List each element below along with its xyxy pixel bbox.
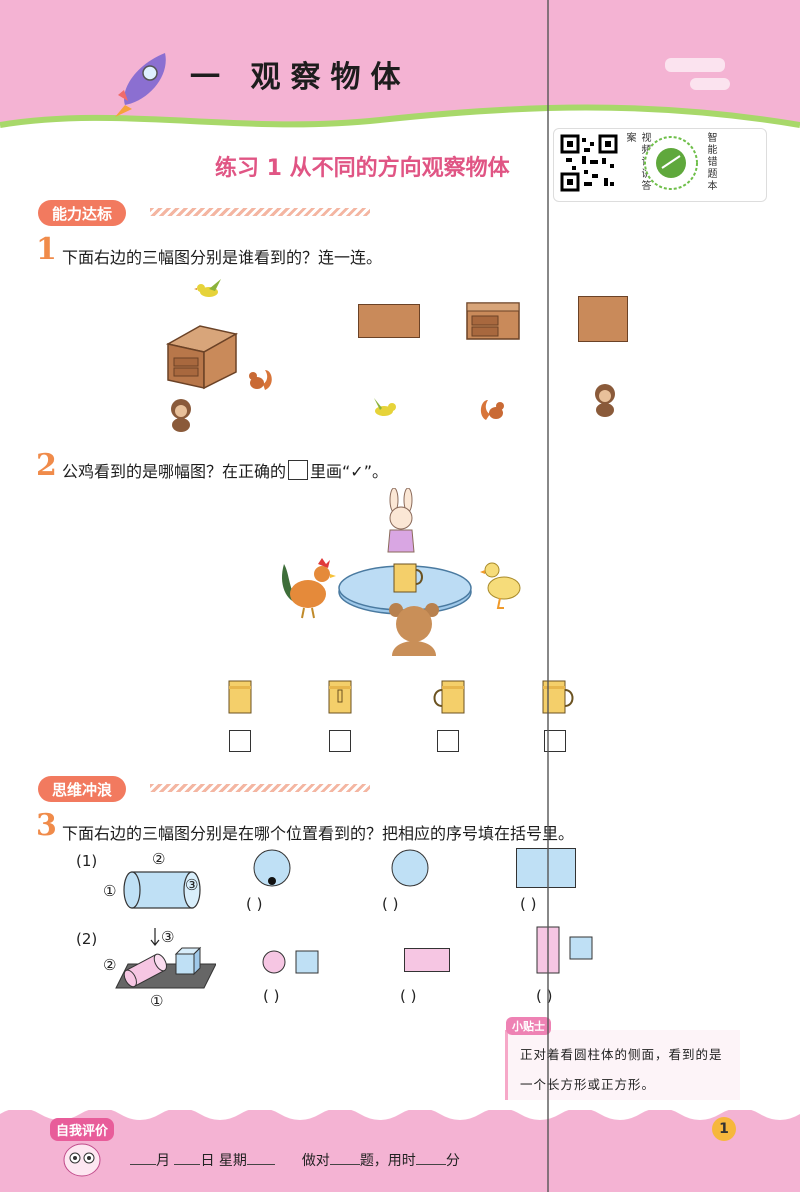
month-blank[interactable] <box>130 1164 156 1165</box>
mug-view-option-4 <box>542 680 574 714</box>
down-arrow-icon <box>150 928 160 946</box>
position-label: ① <box>103 882 117 900</box>
correct-blank[interactable] <box>329 1164 360 1165</box>
answer-paren[interactable]: ( ) <box>263 987 280 1005</box>
questions-time-label: 题，用时 <box>359 1153 416 1169</box>
position-label: ③ <box>185 876 199 894</box>
answer-paren[interactable]: ( ) <box>246 895 263 913</box>
position-label: ② <box>152 850 166 868</box>
monkey-icon <box>595 384 615 417</box>
circle-dot-view <box>253 849 291 887</box>
rocket-icon <box>115 53 166 117</box>
inline-checkbox-sample <box>288 460 309 480</box>
answer-paren[interactable]: ( ) <box>520 895 537 913</box>
notebook-logo-icon[interactable] <box>642 134 700 192</box>
answer-checkbox-3[interactable] <box>437 730 459 752</box>
rooster-icon <box>281 558 336 619</box>
position-label: ① <box>150 992 164 1010</box>
self-eval-label: 自我评价 <box>50 1118 115 1141</box>
day-label: 日 <box>200 1153 215 1169</box>
tip-line-2: 一个长方形或正方形。 <box>520 1077 656 1092</box>
bird-icon <box>374 398 396 416</box>
desk-side-view[interactable] <box>578 296 628 342</box>
cylinder-cube-image <box>115 946 216 989</box>
question-number: 3 <box>36 808 57 843</box>
question-number: 1 <box>36 232 57 267</box>
answer-paren[interactable]: ( ) <box>382 895 399 913</box>
day-blank[interactable] <box>174 1164 201 1165</box>
circle-view <box>391 849 429 887</box>
tip-line-1: 正对着看圆柱体的侧面，看到的是 <box>520 1047 723 1062</box>
duck-icon <box>480 562 521 609</box>
part-label: (2) <box>76 930 98 948</box>
weekday-blank[interactable] <box>246 1164 275 1165</box>
mug-view-option-1 <box>228 680 252 714</box>
squirrel-icon <box>480 400 504 420</box>
question-text: 下面右边的三幅图分别是谁看到的？连一连。 <box>62 248 383 267</box>
circle-square-view <box>262 950 319 974</box>
mug-icon <box>393 563 423 593</box>
rectangle-view <box>516 848 576 888</box>
mug-view-option-2 <box>328 680 352 714</box>
section-tag-thinking: 思维冲浪 <box>38 776 127 802</box>
cylinder-image <box>123 871 201 909</box>
tall-rect-square-view <box>536 926 593 974</box>
question-text-before: 公鸡看到的是哪幅图？在正确的 <box>62 462 287 481</box>
question-text: 下面右边的三幅图分别是在哪个位置看到的？把相应的序号填在括号里。 <box>62 824 575 843</box>
question-number: 2 <box>36 448 57 483</box>
monkey-icon <box>171 399 191 432</box>
rabbit-icon <box>387 488 415 553</box>
qr-label-notebook: 智能错题本 <box>705 132 716 192</box>
position-label: ② <box>103 956 117 974</box>
desk-front-view[interactable] <box>466 302 520 340</box>
decorative-ribbon <box>690 78 730 90</box>
pink-rectangle-view <box>404 948 450 972</box>
month-label: 月 <box>156 1153 170 1169</box>
section-divider <box>150 784 370 792</box>
footer-wave <box>0 1100 800 1120</box>
answer-checkbox-4[interactable] <box>544 730 566 752</box>
position-label: ③ <box>161 928 175 946</box>
desk-top-view[interactable] <box>358 304 420 338</box>
tip-label: 小贴士 <box>506 1017 551 1035</box>
part-label: (1) <box>76 852 98 870</box>
tip-box <box>505 1030 740 1102</box>
decorative-ribbon <box>665 58 725 72</box>
answer-checkbox-1[interactable] <box>229 730 251 752</box>
answer-checkbox-2[interactable] <box>329 730 351 752</box>
bird-icon <box>194 279 221 297</box>
question-text: 公鸡看到的是哪幅图？在正确的 里画“✓”。 <box>62 458 388 482</box>
section-tag-ability: 能力达标 <box>38 200 127 226</box>
minutes-blank[interactable] <box>415 1164 446 1165</box>
correct-label: 做对 <box>301 1153 330 1169</box>
bear-icon <box>389 603 439 656</box>
footer-band <box>0 1110 800 1192</box>
unit-title: 一 观察物体 <box>190 60 411 95</box>
answer-paren[interactable]: ( ) <box>536 987 553 1005</box>
page-number: 1 <box>712 1117 736 1141</box>
question-text-after: 里画“✓”。 <box>310 462 389 481</box>
page-fold-line <box>547 0 549 1192</box>
qr-code-icon[interactable] <box>560 134 618 192</box>
footer-date-line: 月 日 星期 做对 题，用时 分 <box>130 1150 460 1170</box>
lesson-title: 练习 1 从不同的方向观察物体 <box>215 156 510 181</box>
section-divider <box>150 208 370 216</box>
weekday-label: 星期 <box>218 1153 247 1169</box>
minutes-label: 分 <box>445 1153 460 1169</box>
desk-3d-image <box>165 325 239 390</box>
answer-paren[interactable]: ( ) <box>400 987 417 1005</box>
squirrel-icon <box>249 370 272 390</box>
mug-view-option-3 <box>433 680 465 714</box>
owl-mascot-icon <box>63 1143 101 1177</box>
